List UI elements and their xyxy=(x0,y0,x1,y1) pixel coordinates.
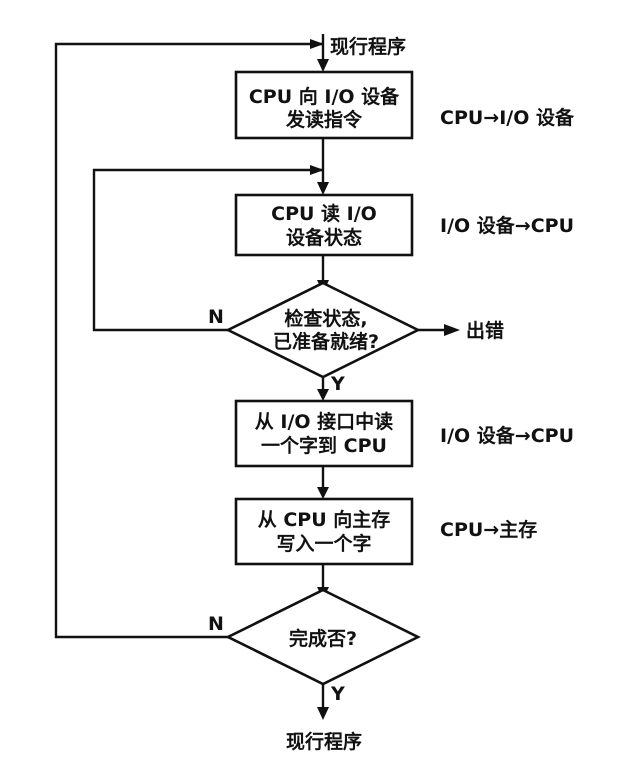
decision-complete xyxy=(225,588,421,686)
arrowhead-inner-loop xyxy=(310,165,324,175)
arrowhead-start xyxy=(317,59,329,72)
step4-line1: 从 I/O 接口中读 xyxy=(255,410,393,433)
arrowhead-error xyxy=(444,324,460,336)
arrowhead-4-5 xyxy=(317,487,329,499)
end-label: 现行程序 xyxy=(286,730,362,753)
connector-outer-loop xyxy=(54,42,323,639)
step2-line2: 设备状态 xyxy=(286,226,362,249)
connectors xyxy=(54,34,448,710)
error-label: 出错 xyxy=(466,319,504,342)
arrowhead-1-2 xyxy=(317,182,329,195)
process-box-write-word xyxy=(234,497,414,566)
step3-line2: 已准备就绪? xyxy=(273,330,379,353)
process-box-read-word xyxy=(234,399,414,468)
no-label-1: N xyxy=(208,306,224,328)
annotation-step1: CPU→I/O 设备 xyxy=(440,106,575,129)
annotation-step5: CPU→主存 xyxy=(440,518,537,541)
step1-line2: 发读指令 xyxy=(285,108,363,131)
annotation-step2: I/O 设备→CPU xyxy=(440,214,574,237)
step5-line2: 写入一个字 xyxy=(276,532,371,555)
arrowhead-outer-loop xyxy=(310,39,324,49)
no-label-2: N xyxy=(208,613,224,635)
decision-ready-check xyxy=(225,281,421,379)
yes-label-1: Y xyxy=(330,373,345,395)
step3-line1: 检查状态, xyxy=(284,307,367,330)
process-box-send-command xyxy=(234,70,414,140)
step5-line1: 从 CPU 向主存 xyxy=(258,508,391,531)
step1-line1: CPU 向 I/O 设备 xyxy=(249,85,400,108)
process-box-read-status xyxy=(234,193,414,257)
annotation-step4: I/O 设备→CPU xyxy=(440,424,574,447)
arrowhead-3-4 xyxy=(317,389,329,401)
arrowhead-end xyxy=(317,707,329,720)
start-label: 现行程序 xyxy=(330,35,406,58)
step6-line1: 完成否? xyxy=(289,627,357,650)
step2-line1: CPU 读 I/O xyxy=(271,202,377,225)
step4-line2: 一个字到 CPU xyxy=(261,434,387,457)
yes-label-2: Y xyxy=(330,683,345,705)
connector-inner-loop xyxy=(92,168,323,332)
